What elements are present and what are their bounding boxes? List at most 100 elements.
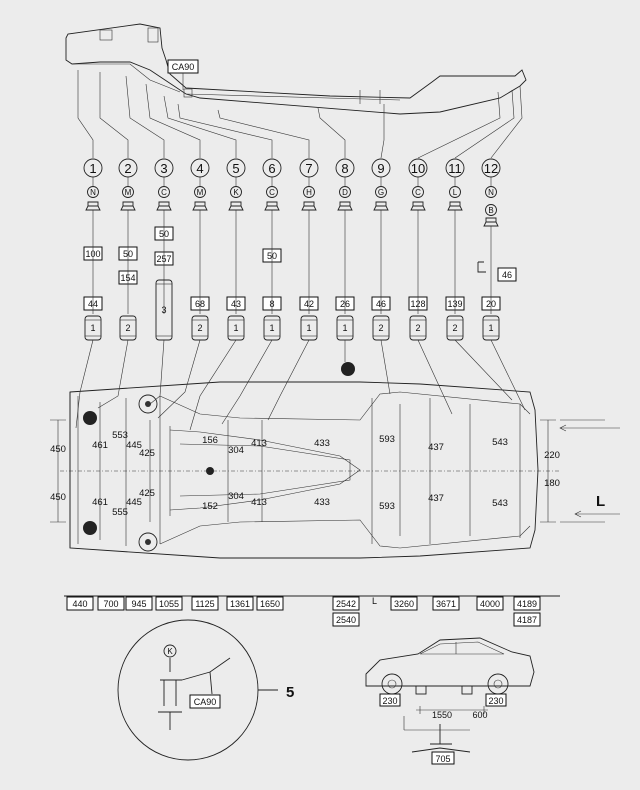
front-right-mount-icon xyxy=(83,521,97,535)
bottom-dim-2542: 2542 xyxy=(336,599,356,609)
dim-inner1-top: 553 xyxy=(112,430,128,441)
car-side-view xyxy=(365,637,535,765)
pad-type: 2 xyxy=(415,323,420,333)
bottom-dim-box xyxy=(226,596,254,611)
point-letter-circle-icon xyxy=(339,186,351,198)
pad-type: 3 xyxy=(161,305,166,315)
point-letter: N xyxy=(488,188,494,197)
dim-inner2-bottom: 445 xyxy=(126,497,142,508)
bottom-dim-box xyxy=(513,612,541,627)
bottom-dim-box xyxy=(191,596,219,611)
adapter-head-icon xyxy=(85,201,101,211)
car-left-dim: 230 xyxy=(382,696,397,706)
point-letter-circle-icon xyxy=(485,186,497,198)
bottom-dim-4000: 4000 xyxy=(480,599,500,609)
point-number: 5 xyxy=(232,161,239,176)
point-number: 9 xyxy=(377,161,384,176)
bottom-dim-4187: 4187 xyxy=(517,615,537,625)
adapter-head-icon xyxy=(120,201,136,211)
pad-type: 2 xyxy=(378,323,383,333)
adapter-head-icon xyxy=(410,201,426,211)
detail-number: 5 xyxy=(286,684,294,701)
axis-label-right: L xyxy=(596,493,605,510)
adapter-head-icon xyxy=(301,201,317,211)
pad-type: 1 xyxy=(488,323,493,333)
dim-rear-right-top: 220 xyxy=(544,450,560,461)
bottom-dim-1650: 1650 xyxy=(260,599,280,609)
bottom-dim-2540: 2540 xyxy=(336,615,356,625)
bottom-dim-700: 700 xyxy=(103,599,118,609)
bottom-dim-box xyxy=(390,596,418,611)
point-number: 6 xyxy=(268,161,275,176)
adapter-head-icon xyxy=(264,201,280,211)
dim-rear1-top: 593 xyxy=(379,434,395,445)
car-right-dim: 230 xyxy=(488,696,503,706)
adapter-head-icon xyxy=(447,201,463,211)
point-letter: M xyxy=(197,188,204,197)
point-number: 8 xyxy=(341,161,348,176)
point-letter: D xyxy=(342,188,348,197)
bottom-dim-box xyxy=(332,596,360,611)
point-letter-circle-icon xyxy=(122,186,134,198)
bottom-dim-box xyxy=(155,596,183,611)
point-letter-circle-icon xyxy=(303,186,315,198)
point-number: 1 xyxy=(89,161,96,176)
adapter-head-icon xyxy=(483,217,499,227)
dim-rear-right-bottom: 180 xyxy=(544,478,560,489)
dim-left-width-bottom: 450 xyxy=(50,492,66,503)
chassis-dimensions: 450 450 461 461 553 555 445 445 425 425 … xyxy=(50,430,560,518)
pad-type: 1 xyxy=(269,323,274,333)
point-letter-circle-icon xyxy=(87,186,99,198)
point-number: 12 xyxy=(484,161,498,176)
dim-track-bottom: 461 xyxy=(92,497,108,508)
bracket-icon xyxy=(477,261,486,273)
dim-left-width-top: 450 xyxy=(50,444,66,455)
car-offset-dim: 600 xyxy=(472,710,487,720)
adapter-head-icon xyxy=(373,201,389,211)
dim-mid4-top: 433 xyxy=(314,438,330,449)
dim-rear2-bottom: 437 xyxy=(428,493,444,504)
adapter-head-icon xyxy=(228,201,244,211)
top-ca90-label: CA90 xyxy=(172,62,195,72)
car-bottom-dim: 705 xyxy=(435,754,450,764)
bottom-dim-945: 945 xyxy=(131,599,146,609)
dim-mid3-top: 413 xyxy=(251,438,267,449)
adapter-head-icon xyxy=(156,201,172,211)
point-letter: G xyxy=(378,188,384,197)
point-number: 2 xyxy=(124,161,131,176)
car-span-dim: 1550 xyxy=(432,710,452,720)
bottom-dim-box xyxy=(513,596,541,611)
pad-leader-lines xyxy=(75,339,526,431)
dim-inner2-top: 445 xyxy=(126,440,142,451)
pad-type: 1 xyxy=(90,323,95,333)
bottom-dim-4189: 4189 xyxy=(517,599,537,609)
point-number: 10 xyxy=(411,161,425,176)
dim-inner1-bottom: 555 xyxy=(112,507,128,518)
detail-view xyxy=(117,619,278,761)
bottom-dim-1055: 1055 xyxy=(159,599,179,609)
right-arrows xyxy=(559,419,620,523)
body-side-outline xyxy=(65,23,527,115)
point-letter-circle-icon xyxy=(230,186,242,198)
dim-rear2-top: 437 xyxy=(428,442,444,453)
dim-inner3-top: 425 xyxy=(139,448,155,459)
point-letter-circle-icon xyxy=(375,186,387,198)
dim-mid1-top: 156 xyxy=(202,435,218,446)
bottom-dim-1125: 1125 xyxy=(195,599,214,609)
bottom-dim-3671: 3671 xyxy=(436,599,456,609)
chassis-plan-view xyxy=(50,362,560,559)
detail-letter: K xyxy=(167,647,173,656)
point-letter2: B xyxy=(488,206,493,215)
point-letter-circle-icon xyxy=(449,186,461,198)
pad-type: 1 xyxy=(342,323,347,333)
point-letter: M xyxy=(125,188,132,197)
point-letter: L xyxy=(453,188,458,197)
dim-mid2-bottom: 304 xyxy=(228,491,244,502)
dim-rear3-bottom: 543 xyxy=(492,498,508,509)
bottom-dim-box xyxy=(256,596,284,611)
